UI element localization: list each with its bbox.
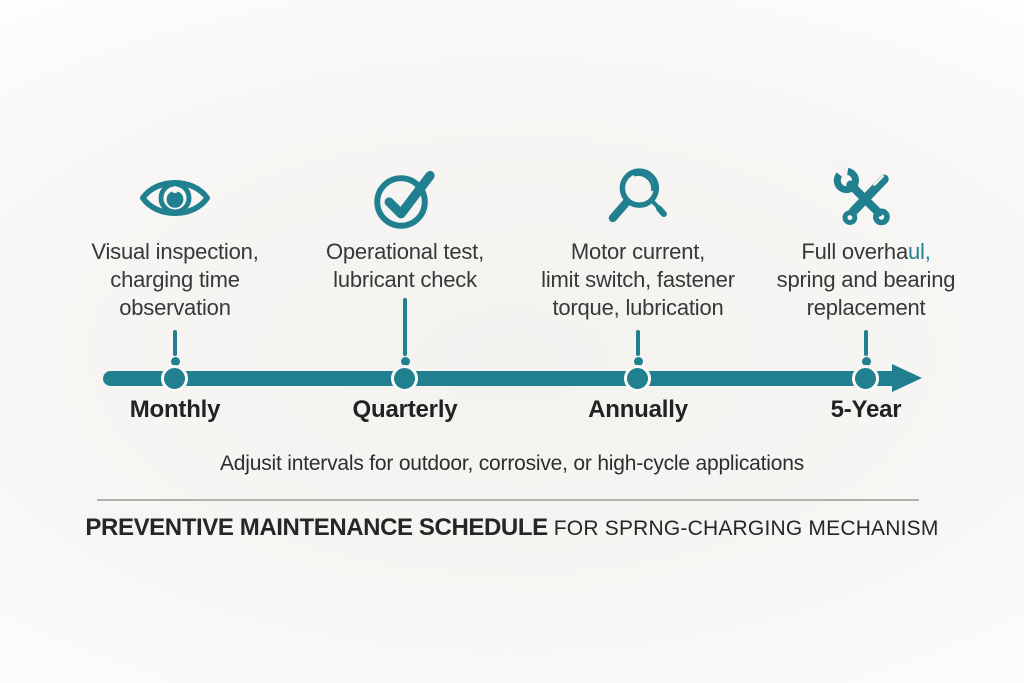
desc-line: spring and bearing — [776, 267, 956, 292]
tools-icon — [831, 164, 901, 232]
connector-line-5-year — [864, 330, 868, 356]
magnifier-icon — [604, 164, 672, 232]
desc-line: Visual inspection, — [91, 239, 259, 264]
desc-line: Operational test, — [325, 239, 485, 264]
connector-dot-quarterly — [401, 357, 410, 366]
desc-line: observation — [119, 295, 231, 320]
timeline-bar — [103, 371, 897, 386]
desc-line-part: Full overha — [801, 239, 908, 264]
page-title-bold: PREVENTIVE MAINTENANCE SCHEDULE — [85, 514, 548, 541]
milestone-description: Motor current, limit switch, fastener to… — [541, 238, 735, 322]
desc-line-part-accent: ul, — [908, 239, 931, 264]
desc-line: charging time — [110, 267, 240, 292]
page-title-rest: FOR SPRNG-CHARGING MECHANISM — [547, 517, 939, 540]
milestone-5-year: Full overhaul, spring and bearing replac… — [736, 164, 996, 322]
interval-label-annually: Annually — [588, 396, 688, 423]
divider-line — [97, 499, 919, 501]
interval-label-quarterly: Quarterly — [352, 396, 458, 423]
desc-line: replacement — [806, 295, 926, 320]
adjustment-note: Adjusit intervals for outdoor, corrosive… — [219, 452, 805, 475]
desc-line: torque, lubrication — [552, 295, 724, 320]
milestone-description: Full overhaul, spring and bearing replac… — [777, 238, 956, 322]
connector-dot-monthly — [171, 357, 180, 366]
milestone-annually: Motor current, limit switch, fastener to… — [508, 164, 768, 322]
connector-dot-5-year — [862, 357, 871, 366]
milestone-description: Visual inspection, charging time observa… — [91, 238, 258, 322]
desc-line: lubricant check — [333, 267, 477, 292]
timeline-node-annually — [624, 365, 651, 392]
connector-line-monthly — [173, 330, 177, 356]
connector-dot-annually — [634, 357, 643, 366]
timeline-arrowhead-icon — [892, 364, 922, 392]
desc-line: Motor current, — [570, 239, 706, 264]
connector-line-quarterly — [403, 298, 407, 356]
interval-label-5-year: 5-Year — [830, 396, 902, 423]
desc-line: limit switch, fastener — [541, 267, 735, 292]
interval-label-monthly: Monthly — [129, 396, 221, 423]
timeline-node-monthly — [161, 365, 188, 392]
eye-icon — [140, 164, 210, 232]
connector-line-annually — [636, 330, 640, 356]
check-circle-icon — [372, 164, 438, 232]
milestone-quarterly: Operational test, lubricant check — [275, 164, 535, 294]
milestone-description: Operational test, lubricant check — [326, 238, 484, 294]
page-title: PREVENTIVE MAINTENANCE SCHEDULE FOR SPRN… — [0, 514, 1024, 542]
desc-line: Full overhaul, — [777, 238, 956, 266]
timeline-node-5-year — [852, 365, 879, 392]
timeline-node-quarterly — [391, 365, 418, 392]
milestone-monthly: Visual inspection, charging time observa… — [45, 164, 305, 322]
